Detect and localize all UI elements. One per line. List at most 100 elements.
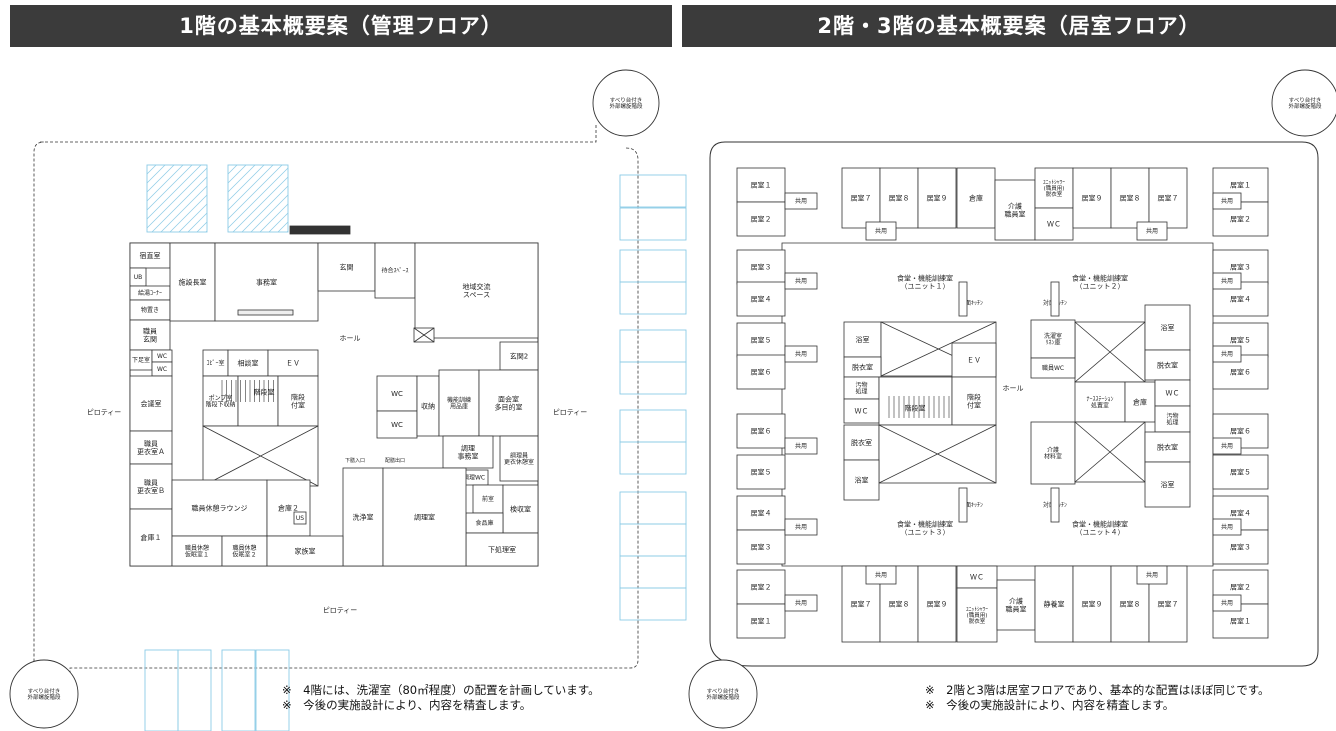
room-kyoyo-label: 共用 — [795, 523, 807, 531]
room-bottom-row — [1072, 565, 1112, 643]
parking-bay-hatch — [227, 164, 265, 202]
parking-bay — [227, 164, 289, 233]
room-right-wing-label: 居室３ — [1230, 262, 1251, 271]
room-kaigo-bottom — [996, 579, 1036, 631]
right-note-1: ※ 2階と3階は居室フロアであり、基本的な配置はほぼ同じです。 — [925, 683, 1270, 697]
room-datsui-label: 脱衣室 — [1157, 442, 1178, 451]
taimen-3: 対面ｷｯﾁﾝ — [959, 501, 983, 509]
parking-bay — [619, 587, 687, 621]
room-kyoyo — [1136, 221, 1168, 241]
spiral-stair-bottom — [9, 659, 79, 729]
parking-bay — [619, 555, 687, 589]
label-unit1: 食堂・機能訓練室（ユニット１） — [897, 274, 953, 291]
room-senjo — [342, 467, 384, 567]
parking-bay — [619, 361, 687, 395]
spiral-stair-bottom-right — [688, 659, 758, 729]
room-souko1 — [129, 508, 173, 567]
room-right-wing-label: 居室４ — [1230, 508, 1251, 517]
room-kaigi-label: 会議室 — [141, 399, 162, 408]
room-bottom-row-label: 居室８ — [1120, 599, 1141, 608]
parking-bay — [619, 491, 687, 525]
left-floor-title: 1階の基本概要案（管理フロア） — [10, 5, 672, 47]
left-note-2: ※ 今後の実施設計により、内容を精査します。 — [282, 698, 532, 712]
room-sodan-label: 相談室 — [238, 358, 259, 367]
room-top-row — [1110, 167, 1150, 229]
room-fuzoku — [951, 376, 997, 426]
parking-bay-hatch — [146, 164, 184, 202]
room-left-wing — [736, 529, 786, 565]
room-lounge-label: 職員休憩ラウンジ — [192, 503, 248, 512]
void-2f-top-diag — [880, 321, 997, 377]
room-right-wing-label: 居室１ — [1230, 180, 1251, 189]
room-bottom-row-label: 居室８ — [889, 599, 910, 608]
room-left-wing-label: 居室４ — [751, 294, 772, 303]
room-right-wing-label: 居室６ — [1230, 426, 1251, 435]
room-choriin-label: 調理員更衣休憩室 — [504, 451, 534, 466]
kitchen-counter — [958, 281, 968, 317]
parking-bay-hatch — [196, 221, 208, 233]
room-top-row-label: 居室７ — [1158, 193, 1179, 202]
room-left-wing — [736, 201, 786, 237]
room-kyoyo-label: 共用 — [795, 197, 807, 205]
pilotis-label-east: ピロティー — [553, 408, 588, 416]
room-kamin1-label: 職員休憩仮眠室１ — [185, 544, 209, 559]
room-chori-jimu — [442, 435, 494, 469]
spiral-stair-top — [592, 69, 660, 137]
spiral-stair-bottom-label: すべり台付き外部螺旋階段 — [27, 687, 61, 701]
room-kaidan-fuzoku-label: 階段付室 — [291, 393, 305, 410]
room-kyoyo — [784, 272, 818, 290]
parking-bay-hatch — [227, 164, 256, 193]
room-senjo-label: 洗浄室 — [353, 512, 374, 521]
room-kotai-b — [129, 463, 173, 510]
room-kino-yohin-label: 機能訓練用品庫 — [447, 396, 471, 411]
room-kyoyo — [1212, 345, 1242, 363]
parking-bay-hatch — [268, 212, 289, 233]
pilotis-label-south: ピロティー — [323, 606, 358, 614]
room-ns-label: ﾅｰｽｽﾃｰｼｮﾝ処置室 — [1086, 396, 1113, 410]
room-chiiki-label: 地域交流スペース — [463, 282, 491, 299]
room-left-wing — [736, 354, 786, 390]
room-shisetsucho-label: 施設長室 — [179, 277, 207, 286]
room-shisetsucho — [169, 242, 216, 322]
room-obutsu — [1154, 405, 1191, 433]
room-chori — [382, 467, 467, 567]
kitchen-counter — [1050, 281, 1060, 317]
room-bath — [843, 321, 882, 358]
room-datsui-label: 脱衣室 — [852, 362, 873, 371]
room-ev-label: ＥＶ — [286, 359, 300, 367]
room-kyoyo-label: 共用 — [1221, 599, 1233, 607]
room-datsui — [1144, 349, 1191, 381]
room-kamin1 — [171, 535, 223, 567]
parking-bay-hatch — [169, 194, 208, 233]
room-unit-shower-label: ﾕﾆｯﾄｼｬﾜｰ(職員用)脱衣室 — [1043, 179, 1065, 198]
hall-label-2f: ホール — [1003, 384, 1024, 392]
room-shukuchoku-label: 宿直室 — [140, 251, 161, 260]
spiral-stair-top-right — [1271, 69, 1336, 137]
label-unit3: 食堂・機能訓練室（ユニット３） — [897, 520, 953, 537]
room-ev-label: ＥＶ — [967, 356, 981, 364]
room-kyoyo — [784, 594, 818, 612]
room-wc-label: WC — [391, 421, 403, 429]
room-top-row — [879, 167, 919, 229]
room-wc-top — [1034, 207, 1074, 241]
room-kyoyo — [1136, 565, 1168, 585]
room-datsui-label: 脱衣室 — [1157, 360, 1178, 369]
kitchen-counter — [958, 487, 968, 523]
parking-bay-hatch — [232, 176, 289, 233]
room-kaidan — [878, 376, 953, 426]
room-right-wing-label: 居室１ — [1230, 616, 1251, 625]
room-top-row — [841, 167, 881, 229]
room-kyoyo-label: 共用 — [795, 350, 807, 358]
room-kaigo-top-label: 介護職員室 — [1005, 202, 1026, 219]
room-left-wing — [736, 413, 786, 449]
parking-bay — [144, 649, 179, 731]
counter — [237, 309, 294, 316]
room-left-wing — [736, 603, 786, 639]
room-kyoyo — [865, 565, 897, 585]
room-kino-yohin — [438, 369, 480, 437]
parking-bay — [619, 409, 687, 443]
room-shuno-label: 収納 — [421, 401, 435, 410]
room-unit-shower-label: ﾕﾆｯﾄｼｬﾜｰ(職員用)脱衣室 — [966, 606, 988, 625]
room-left-wing-label: 居室３ — [751, 542, 772, 551]
